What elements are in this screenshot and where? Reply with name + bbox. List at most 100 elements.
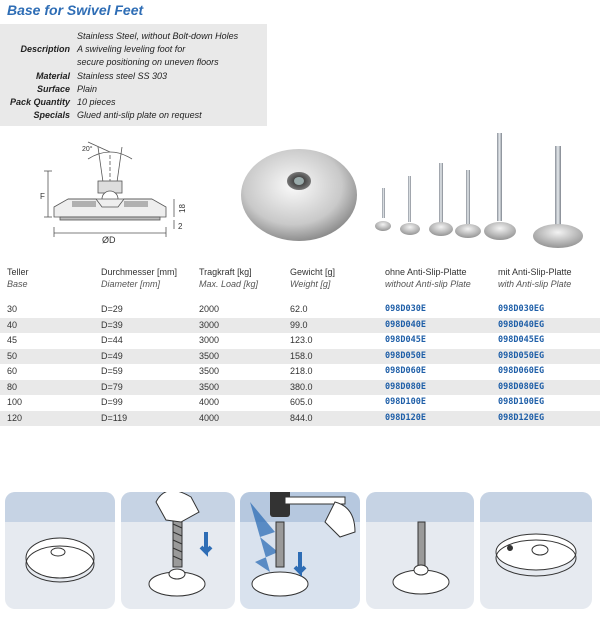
cell-diameter: D=39 [101, 319, 123, 330]
cell-diameter: D=119 [101, 412, 128, 423]
panel-band [480, 492, 592, 522]
header-en: with Anti-slip Plate [498, 279, 572, 289]
cell-code-without[interactable]: 098D045E [385, 335, 426, 345]
cell-diameter: D=79 [101, 381, 123, 392]
col-header-load: Tragkraft [kg] Max. Load [kg] [199, 266, 258, 290]
header-de: Durchmesser [mm] [101, 267, 178, 277]
spec-value: 10 pieces [77, 97, 116, 107]
spec-subtitle: Stainless Steel, without Bolt-down Holes [0, 30, 267, 43]
cell-code-without[interactable]: 098D120E [385, 412, 426, 423]
insert-foot-illustration [148, 492, 213, 597]
table-row: 120 D=119 4000 844.0 098D120E 098D120EG [0, 410, 600, 426]
cell-code-with[interactable]: 098D060EG [498, 366, 545, 376]
cell-code-with[interactable]: 098D100EG [498, 397, 545, 407]
cell-code-with[interactable]: 098D050EG [498, 350, 545, 361]
hammer-illustration [250, 492, 356, 597]
cell-weight: 605.0 [290, 397, 313, 407]
cell-code-without[interactable]: 098D040E [385, 319, 426, 330]
cell-code-with[interactable]: 098D040EG [498, 319, 545, 330]
cell-code-without[interactable]: 098D080E [385, 381, 426, 392]
cell-code-with[interactable]: 098D030EG [498, 304, 545, 314]
header-en: Weight [g] [290, 279, 331, 289]
base-disk-icon [25, 537, 95, 583]
panel-band [366, 492, 474, 522]
dim-d-label: ØD [102, 235, 116, 245]
cell-base: 30 [7, 304, 18, 314]
spec-box: Stainless Steel, without Bolt-down Holes… [0, 24, 267, 126]
cell-weight: 123.0 [290, 335, 313, 345]
cell-load: 3500 [199, 350, 220, 361]
cell-diameter: D=49 [101, 350, 123, 361]
cell-base: 120 [7, 412, 23, 423]
spec-row: Material Stainless steel SS 303 [0, 70, 267, 83]
page-title: Base for Swivel Feet [7, 2, 144, 18]
spec-value: A swiveling leveling foot for [77, 44, 186, 54]
dim-18-label: 18 [178, 204, 187, 213]
header-de: Tragkraft [kg] [199, 267, 252, 277]
col-header-with-plate: mit Anti-Slip-Platte with Anti-slip Plate [498, 266, 572, 290]
cell-load: 3500 [199, 381, 220, 392]
cell-weight: 62.0 [290, 304, 308, 314]
cell-weight: 380.0 [290, 381, 313, 392]
spec-label: Material [35, 71, 70, 81]
cell-code-with[interactable]: 098D120EG [498, 412, 545, 423]
cell-diameter: D=29 [101, 304, 123, 314]
spec-subtitle-text: Stainless Steel, without Bolt-down Holes [77, 31, 239, 41]
spec-row: Surface Plain [0, 83, 267, 96]
cell-weight: 99.0 [290, 319, 308, 330]
spec-row: Description A swiveling leveling foot fo… [0, 43, 267, 56]
cell-code-with[interactable]: 098D045EG [498, 335, 545, 345]
cell-code-without[interactable]: 098D100E [385, 397, 426, 407]
cell-base: 50 [7, 350, 18, 361]
step-panel-5 [480, 492, 592, 609]
assembled-foot-illustration [392, 521, 450, 595]
cell-code-without[interactable]: 098D050E [385, 350, 426, 361]
cell-load: 4000 [199, 397, 220, 407]
cell-code-with[interactable]: 098D080EG [498, 381, 545, 392]
cell-base: 80 [7, 381, 18, 392]
header-de: Teller [7, 267, 29, 277]
spec-row: Specials Glued anti-slip plate on reques… [0, 109, 267, 122]
step-panel-3 [240, 492, 360, 609]
cell-diameter: D=99 [101, 397, 123, 407]
spec-label: Pack Quantity [9, 97, 70, 107]
header-en: Base [7, 279, 28, 289]
cell-base: 60 [7, 366, 18, 376]
header-en: Max. Load [kg] [199, 279, 259, 289]
base-photo [241, 149, 357, 241]
cell-base: 100 [7, 397, 23, 407]
spec-row: Pack Quantity 10 pieces [0, 96, 267, 109]
table-row: 50 D=49 3500 158.0 098D050E 098D050EG [0, 348, 600, 364]
anti-slip-plate-illustration [495, 533, 577, 577]
step-panel-2 [121, 492, 235, 609]
col-header-diameter: Durchmesser [mm] Diameter [mm] [101, 266, 177, 290]
cell-code-without[interactable]: 098D030E [385, 304, 426, 314]
header-de: Gewicht [g] [290, 267, 336, 277]
spec-value: Plain [77, 84, 98, 94]
cell-code-without[interactable]: 098D060E [385, 366, 426, 376]
step-panel-1 [5, 492, 115, 609]
cell-weight: 844.0 [290, 412, 313, 423]
cell-load: 2000 [199, 304, 220, 314]
spec-label: Specials [33, 110, 70, 120]
cell-diameter: D=44 [101, 335, 123, 345]
header-de: mit Anti-Slip-Platte [498, 267, 572, 277]
table-row: 100 D=99 4000 605.0 098D100E 098D100EG [0, 395, 600, 410]
header-en: Diameter [mm] [101, 279, 161, 289]
panel-band [5, 492, 115, 522]
cell-weight: 158.0 [290, 350, 313, 361]
header-de: ohne Anti-Slip-Platte [385, 267, 467, 277]
dim-f-label: F [40, 192, 45, 201]
cell-load: 4000 [199, 412, 220, 423]
technical-drawing: 20° F 18 2 ØD [40, 141, 187, 245]
angle-label: 20° [82, 145, 93, 153]
cell-load: 3500 [199, 366, 220, 376]
spec-value: secure positioning on uneven floors [77, 57, 219, 67]
spec-label: Surface [36, 84, 70, 94]
